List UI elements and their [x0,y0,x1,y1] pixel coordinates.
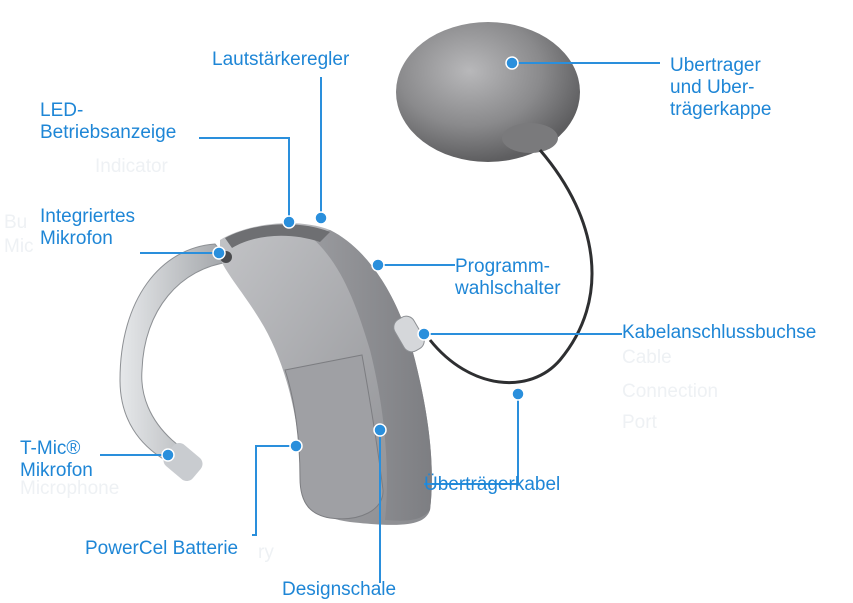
label-volume-control: Lautstärkeregler [212,49,349,71]
ghost-indicator: Indicator [95,156,168,178]
label-transmitter: Ubertrager und Uber- trägerkappe [670,55,771,121]
leader-cable [424,394,518,484]
dot-tmic [162,449,174,461]
ghost-connection: Connection [622,381,718,403]
ear-hook [120,244,230,478]
leader-battery [252,446,296,535]
dot-led [283,216,295,228]
ghost-microphone: Mic [4,236,34,258]
transmitter-coil [396,22,580,162]
dot-program [372,259,384,271]
label-cable-connector: Kabelanschlussbuchse [622,322,816,344]
ghost-cable: Cable [622,347,672,369]
label-design-shell: Designschale [282,579,396,601]
label-t-mic: T-Mic® Mikrofon [20,438,93,482]
dot-connector [418,328,430,340]
label-program-switch: Programm- wahlschalter [455,256,561,300]
label-integrated-microphone: Integriertes Mikrofon [40,206,135,250]
ghost-battery: ry [258,542,274,564]
dot-volume [315,212,327,224]
leader-led [199,138,289,222]
dot-cable [512,388,524,400]
label-transmitter-cable: Überträgerkabel [424,474,560,496]
dot-battery [290,440,302,452]
dot-integrated-mic [213,247,225,259]
ghost-port: Port [622,412,657,434]
dot-coil [506,57,518,69]
dot-shell [374,424,386,436]
ghost-built-in: Bu [4,212,27,234]
label-led-indicator: LED- Betriebsanzeige [40,100,176,144]
label-powercel-battery: PowerCel Batterie [85,538,238,560]
